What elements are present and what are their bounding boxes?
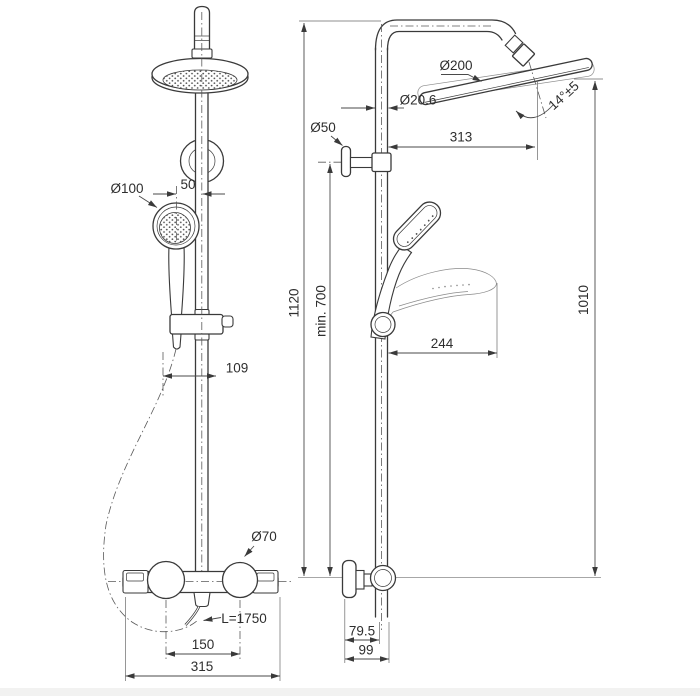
head-angle-reference (515, 61, 554, 160)
riser-pipe-side (374, 19, 517, 630)
dim-knob-spacing-label: 150 (192, 637, 215, 652)
side-view (298, 19, 603, 630)
hose-centerline-loop (103, 348, 199, 633)
wall-bracket-side (318, 145, 392, 178)
temperature-knob (146, 560, 186, 600)
dia-bracket-label: Ø50 (310, 120, 336, 135)
hand-shower-swung-ghost (382, 268, 497, 333)
bottom-border-band (0, 688, 700, 696)
thermostatic-mixer-front (108, 560, 294, 681)
hand-shower-side (370, 201, 497, 340)
dim-head-height-label: 1010 (576, 285, 591, 315)
hose-length-label: L=1750 (221, 611, 266, 626)
overhead-spray-face (163, 70, 237, 90)
hand-spray-dots-side (406, 215, 434, 244)
thermostatic-mixer-side (341, 559, 397, 599)
dim-hose-offset-label: 109 (226, 361, 249, 376)
front-view (103, 5, 294, 681)
slider-holder-front (169, 308, 234, 341)
dia-headshower-label: Ø200 (439, 58, 472, 73)
flow-knob (221, 561, 259, 599)
dim-head-reach-label: 313 (450, 130, 473, 145)
head-angle-label: 14°±5 (546, 78, 582, 113)
dimensions: 50 Ø100 109 Ø70 L=1750 150 315 Ø200 Ø20.… (110, 23, 598, 679)
hand-shower-holder (370, 311, 396, 338)
dim-wall-depth-inner-label: 79.5 (349, 624, 375, 639)
hose-outlet (193, 591, 211, 608)
dim-total-height-label: 1120 (287, 288, 302, 317)
dim-offset-50-label: 50 (180, 177, 195, 192)
hand-spray-face (159, 212, 191, 244)
dim-min-height-label: min. 700 (314, 285, 329, 337)
overhead-shower-side (417, 34, 595, 106)
overhead-shower-front (151, 5, 249, 94)
dia-knob-label: Ø70 (251, 529, 277, 544)
dim-wall-depth-outer-label: 99 (358, 643, 373, 658)
dia-pipe-label: Ø20.6 (400, 93, 437, 108)
dim-mixer-width-label: 315 (191, 659, 214, 674)
dia-handshower-label: Ø100 (110, 181, 143, 196)
dim-handshower-reach-label: 244 (431, 336, 454, 351)
